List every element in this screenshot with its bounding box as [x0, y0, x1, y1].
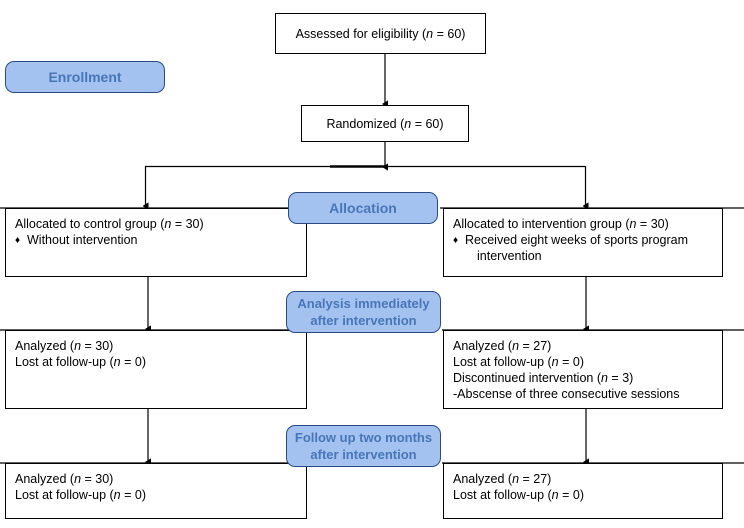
followup-intervention-line-1: Analyzed (n = 27) [453, 472, 552, 486]
stage-badge-allocation: Allocation [288, 192, 438, 224]
node-assessed-for-eligibility: Assessed for eligibility (n = 60) [275, 13, 486, 54]
stage-badge-enrollment: Enrollment [5, 61, 165, 93]
alloc-control-line-1: Allocated to control group (n = 30) [15, 217, 204, 231]
stage-badge-followup-line-2: after intervention [310, 447, 417, 462]
diamond-bullet-icon: ♦ [15, 235, 21, 246]
node-analysis-control: Analyzed (n = 30) Lost at follow-up (n =… [5, 330, 307, 409]
randomized-n-value: = 60) [411, 116, 444, 131]
alloc-control-bullet-1: ♦ Without intervention [15, 232, 297, 248]
node-analysis-intervention: Analyzed (n = 27) Lost at follow-up (n =… [443, 330, 723, 409]
followup-intervention-line-2: Lost at follow-up (n = 0) [453, 488, 584, 502]
randomized-text: Randomized ( [326, 116, 405, 131]
assessed-n-symbol: n [426, 26, 434, 41]
node-randomized: Randomized (n = 60) [301, 105, 469, 142]
analysis-intervention-line-1: Analyzed (n = 27) [453, 339, 552, 353]
analysis-control-line-2: Lost at follow-up (n = 0) [15, 355, 146, 369]
stage-badge-analysis-line-1: Analysis immediately [297, 296, 430, 311]
analysis-intervention-line-2: Lost at follow-up (n = 0) [453, 355, 584, 369]
followup-control-line-2: Lost at follow-up (n = 0) [15, 488, 146, 502]
alloc-control-bullet-1-text: Without intervention [27, 233, 138, 247]
node-followup-intervention: Analyzed (n = 27) Lost at follow-up (n =… [443, 463, 723, 519]
followup-control-line-1: Analyzed (n = 30) [15, 472, 114, 486]
node-allocated-control-group: Allocated to control group (n = 30) ♦ Wi… [5, 208, 307, 277]
analysis-intervention-line-4: -Abscense of three consecutive sessions [453, 387, 680, 401]
assessed-text: Assessed for eligibility ( [295, 26, 427, 41]
stage-badge-analysis-line-2: after intervention [310, 313, 417, 328]
analysis-control-line-1: Analyzed (n = 30) [15, 339, 114, 353]
alloc-intervention-bullet-1-continuation: intervention [477, 249, 542, 263]
alloc-intervention-bullet-1: ♦ Received eight weeks of sports program… [453, 232, 713, 264]
assessed-n-value: = 60) [433, 26, 466, 41]
node-followup-control: Analyzed (n = 30) Lost at follow-up (n =… [5, 463, 307, 519]
alloc-intervention-line-1: Allocated to intervention group (n = 30) [453, 217, 669, 231]
alloc-intervention-bullet-1-text: Received eight weeks of sports program [465, 233, 689, 247]
stage-badge-allocation-label: Allocation [329, 199, 397, 216]
stage-badge-analysis-immediately: Analysis immediately after intervention [286, 291, 441, 333]
stage-badge-follow-up: Follow up two months after intervention [286, 425, 441, 467]
diamond-bullet-icon: ♦ [453, 235, 459, 246]
randomized-n-symbol: n [404, 116, 412, 131]
analysis-intervention-line-3: Discontinued intervention (n = 3) [453, 371, 634, 385]
stage-badge-followup-line-1: Follow up two months [294, 430, 433, 445]
node-allocated-intervention-group: Allocated to intervention group (n = 30)… [443, 208, 723, 277]
stage-badge-enrollment-label: Enrollment [48, 68, 122, 85]
